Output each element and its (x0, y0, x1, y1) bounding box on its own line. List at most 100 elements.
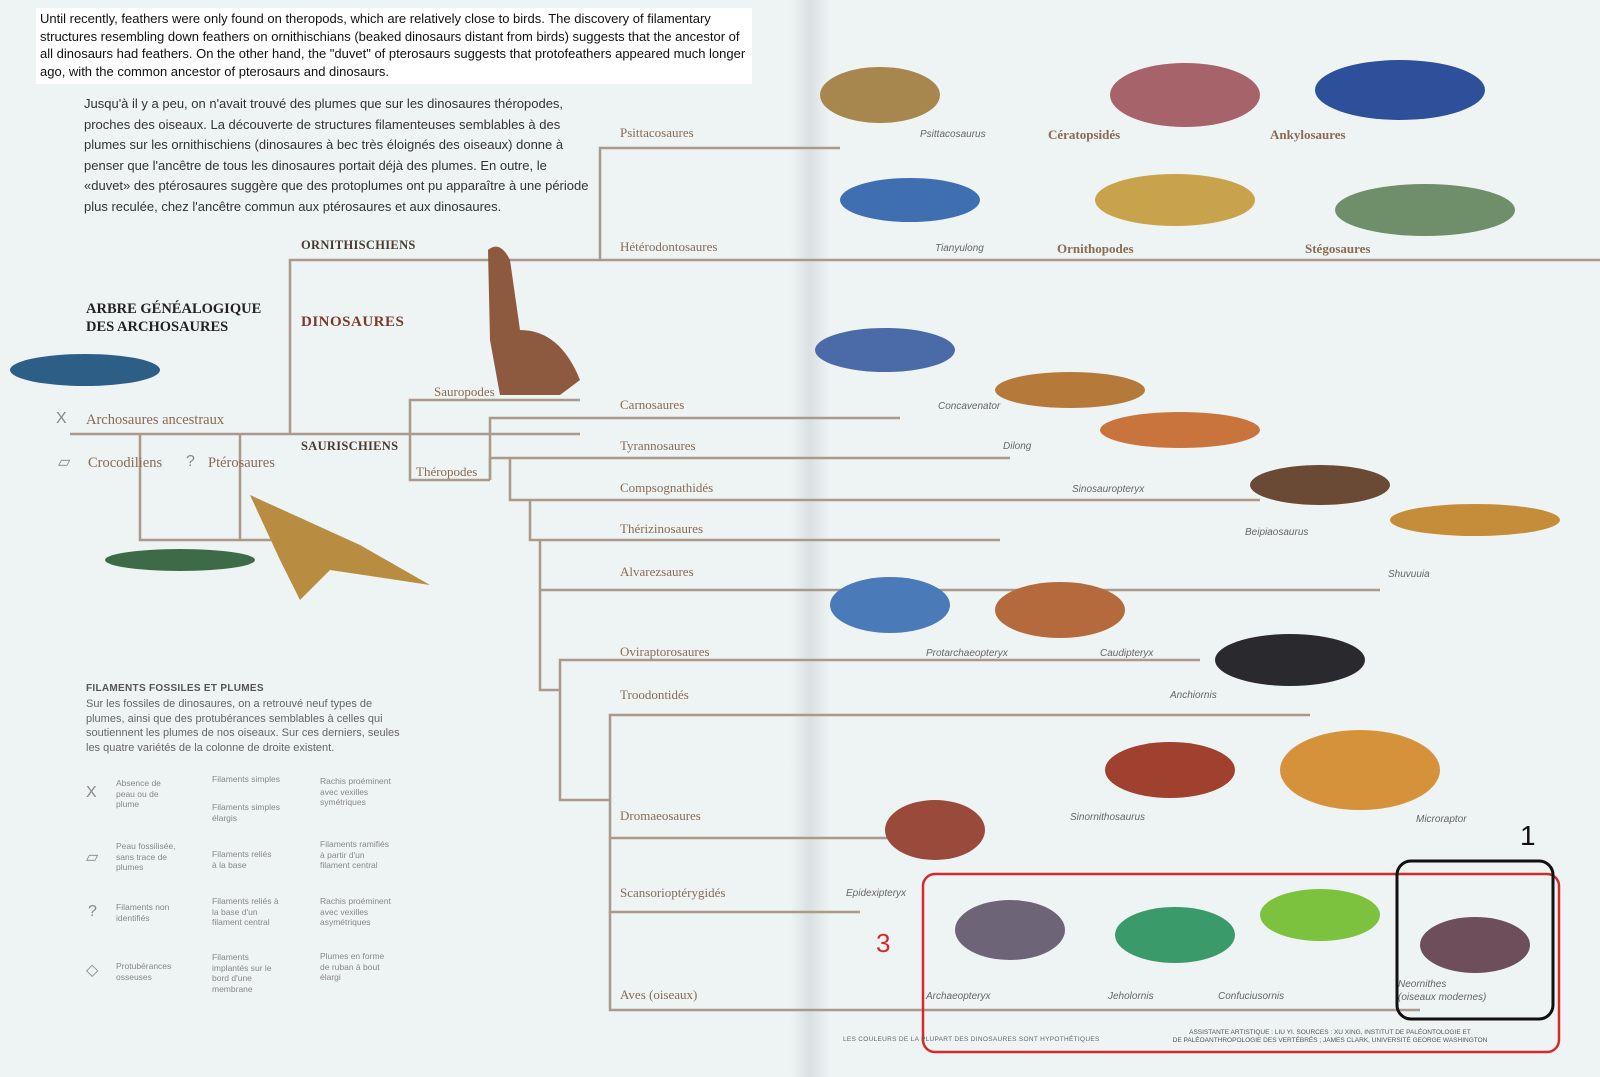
legend-membrane: Filaments implantés sur le bord d'une me… (212, 952, 272, 994)
anchiornis-illustration (1215, 634, 1365, 686)
branch-birds: Aves (oiseaux) (620, 987, 698, 1002)
tree-title-line-2: DES ARCHOSAURES (86, 319, 229, 335)
credits-line-1: ASSISTANTE ARTISTIQUE : LIU YI. SOURCES … (1189, 1029, 1471, 1036)
confuciusornis-illustration (1260, 889, 1380, 941)
protarchaeopteryx-illustration (830, 577, 950, 633)
absence-icon: X (56, 410, 67, 427)
branch-oviraptorosaurs: Oviraptorosaures (620, 644, 710, 659)
credits-line-2: DE PALÉOANTHROPOLOGIE DES VERTÉBRÉS ; JA… (1172, 1037, 1488, 1044)
ceratopsid-illustration (1110, 63, 1260, 127)
legend-branched-filaments: Filaments ramifiés à partir d'un filamen… (320, 839, 389, 870)
species-sinosauropteryx: Sinosauropteryx (1072, 484, 1145, 495)
legend-title: FILAMENTS FOSSILES ET PLUMES (86, 683, 264, 694)
species-jeholornis: Jeholornis (1108, 991, 1154, 1002)
intro-english: Until recently, feathers were only found… (40, 11, 746, 79)
tree-title-line-1: ARBRE GÉNÉALOGIQUE (86, 301, 262, 317)
tree-title: ARBRE GÉNÉALOGIQUE DES ARCHOSAURES (86, 300, 261, 336)
legend-simple-filaments: Filaments simples (212, 774, 281, 784)
annotation-number-3: 3 (876, 928, 891, 958)
legend-text: Sur les fossiles de dinosaures, on a ret… (86, 698, 400, 754)
branch-heterodontosaurs: Hétérodontosaures (620, 239, 718, 254)
fossil-skin-legend-icon: ▱ (86, 849, 99, 866)
label-sauropods: Sauropodes (434, 384, 495, 399)
species-archaeopteryx: Archaeopteryx (926, 991, 991, 1002)
sinornithosaurus-illustration (1105, 742, 1235, 798)
crocodile-illustration (105, 549, 255, 571)
archaeopteryx-illustration (955, 900, 1065, 960)
unknown-legend-icon: ? (88, 903, 97, 920)
annotation-box-3 (921, 872, 1561, 1054)
epidexipteryx-illustration (885, 800, 985, 860)
group-ceratopsids: Cératopsidés (1048, 127, 1121, 142)
branch-carnosaurs: Carnosaures (620, 397, 685, 412)
ankylosaur-illustration (1315, 60, 1485, 120)
absence-legend-icon: X (86, 784, 97, 801)
jeholornis-illustration (1115, 907, 1235, 963)
species-microraptor: Microraptor (1416, 814, 1467, 825)
english-translation-box (36, 8, 752, 84)
species-confuciusornis: Confuciusornis (1218, 991, 1285, 1002)
legend-absence: Absence de peau ou de plume (116, 778, 161, 809)
tianyulong-illustration (840, 178, 980, 222)
species-sinornithosaurus: Sinornithosaurus (1070, 812, 1146, 823)
branch-tyrannosaurs: Tyrannosaures (620, 438, 696, 453)
branch-therizinosaurs: Thérizinosaures (620, 521, 704, 536)
legend-asymmetric-vanes: Rachis proéminent avec vexilles asymétri… (320, 896, 391, 927)
bony-protrusion-legend-icon: ◇ (86, 962, 99, 979)
footer-credits: ASSISTANTE ARTISTIQUE : LIU YI. SOURCES … (1120, 1029, 1540, 1045)
species-epidexipteryx: Epidexipteryx (846, 888, 907, 899)
sinosauropteryx-illustration (1100, 412, 1260, 448)
species-anchiornis: Anchiornis (1170, 690, 1217, 701)
tree-branches (70, 146, 1600, 1012)
group-stegosaurs: Stégosaures (1305, 241, 1371, 256)
dilong-illustration (995, 372, 1145, 408)
label-crocodiles: Crocodiliens (88, 455, 163, 471)
caudipteryx-illustration (995, 582, 1125, 638)
label-dinosaurs: DINOSAURES (301, 314, 405, 330)
page-gutter (790, 0, 830, 1077)
neornithes-illustration (1420, 917, 1530, 973)
psittacosaurus-illustration (820, 67, 940, 123)
legend-symmetric-vanes: Rachis proéminent avec vexilles symétriq… (320, 776, 391, 807)
species-tianyulong: Tianyulong (935, 243, 984, 254)
species-beipiaosaurus: Beipiaosaurus (1245, 527, 1309, 538)
footer-hypothetical-colors: LES COULEURS DE LA PLUPART DES DINOSAURE… (843, 1036, 1100, 1043)
legend-central-filament: Filaments reliés à la base d'un filament… (212, 896, 279, 927)
sauropod-illustration (488, 246, 580, 395)
shuvuuia-illustration (1390, 504, 1560, 536)
species-caudipteryx: Caudipteryx (1100, 648, 1154, 659)
ornithopod-illustration (1095, 174, 1255, 226)
branch-alvarezsaurs: Alvarezsaures (620, 564, 694, 579)
branch-troodontids: Troodontidés (620, 687, 689, 702)
branch-scansoriopterygids: Scansorioptérygidés (620, 885, 726, 900)
microraptor-illustration (1280, 730, 1440, 810)
stegosaur-illustration (1335, 184, 1515, 236)
unknown-filaments-icon: ? (186, 453, 195, 470)
legend-broad-filaments: Filaments simples élargis (212, 802, 281, 823)
intro-french: Jusqu'à il y a peu, on n'avait trouvé de… (84, 96, 589, 214)
species-concavenator: Concavenator (938, 401, 1001, 412)
beipiaosaurus-illustration (1250, 465, 1390, 505)
species-neornithes: Neornithes (1398, 979, 1447, 990)
legend-joined-base: Filaments reliés à la base (212, 849, 272, 870)
group-ankylosaurs: Ankylosaures (1270, 127, 1346, 142)
pterosaur-illustration (250, 495, 430, 600)
legend-fossil-skin: Peau fossilisée, sans trace de plumes (116, 841, 176, 872)
ancestral-archosaur-illustration (10, 354, 160, 386)
fossil-skin-icon: ▱ (58, 454, 71, 471)
annotation-box-1 (1395, 859, 1555, 1021)
annotation-number-1: 1 (1520, 820, 1536, 851)
label-ancestral-archosaurs: Archosaures ancestraux (86, 412, 225, 428)
label-pterosaurs: Ptérosaures (208, 455, 275, 471)
label-theropods: Théropodes (416, 464, 478, 479)
species-dilong: Dilong (1003, 441, 1032, 452)
group-ornithopods: Ornithopodes (1057, 241, 1134, 256)
label-ornithischians: ORNITHISCHIENS (301, 238, 416, 252)
legend-unknown: Filaments non identifiés (116, 902, 170, 923)
legend-ribbon-feathers: Plumes en forme de ruban à bout élargi (320, 951, 385, 982)
species-shuvuuia: Shuvuuia (1388, 569, 1430, 580)
species-neornithes-sub: (oiseaux modernes) (1398, 992, 1487, 1003)
concavenator-illustration (815, 328, 955, 372)
species-protarchaeopteryx: Protarchaeopteryx (926, 648, 1008, 659)
